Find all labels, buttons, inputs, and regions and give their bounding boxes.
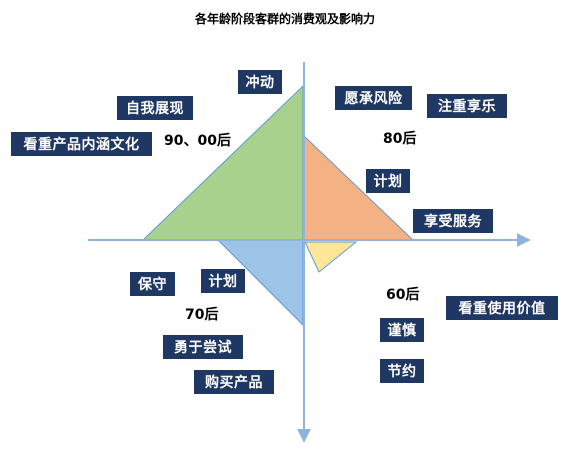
label-impulse: 冲动 bbox=[238, 70, 282, 94]
label-age-70: 70后 bbox=[185, 307, 219, 323]
label-age-60: 60后 bbox=[386, 287, 420, 303]
label-product-culture: 看重产品内涵文化 bbox=[11, 132, 152, 156]
label-enjoy: 注重享乐 bbox=[427, 94, 507, 118]
label-enjoy-service: 享受服务 bbox=[413, 209, 493, 233]
label-buy-product: 购买产品 bbox=[194, 370, 274, 394]
label-self-display: 自我展现 bbox=[117, 96, 193, 120]
label-use-value: 看重使用价值 bbox=[446, 296, 558, 320]
triangle-60 bbox=[304, 241, 358, 273]
label-brave: 勇于尝试 bbox=[163, 335, 243, 359]
label-risk: 愿承风险 bbox=[335, 86, 412, 110]
label-cautious: 谨慎 bbox=[380, 318, 424, 342]
label-age-90-00: 90、00后 bbox=[164, 133, 231, 149]
label-plan-80: 计划 bbox=[366, 169, 410, 193]
label-thrift: 节约 bbox=[380, 359, 424, 383]
label-age-80: 80后 bbox=[383, 131, 417, 147]
label-conservative: 保守 bbox=[130, 272, 175, 296]
diagram-title: 各年龄阶段客群的消费观及影响力 bbox=[194, 12, 375, 26]
label-plan-70: 计划 bbox=[201, 269, 245, 293]
